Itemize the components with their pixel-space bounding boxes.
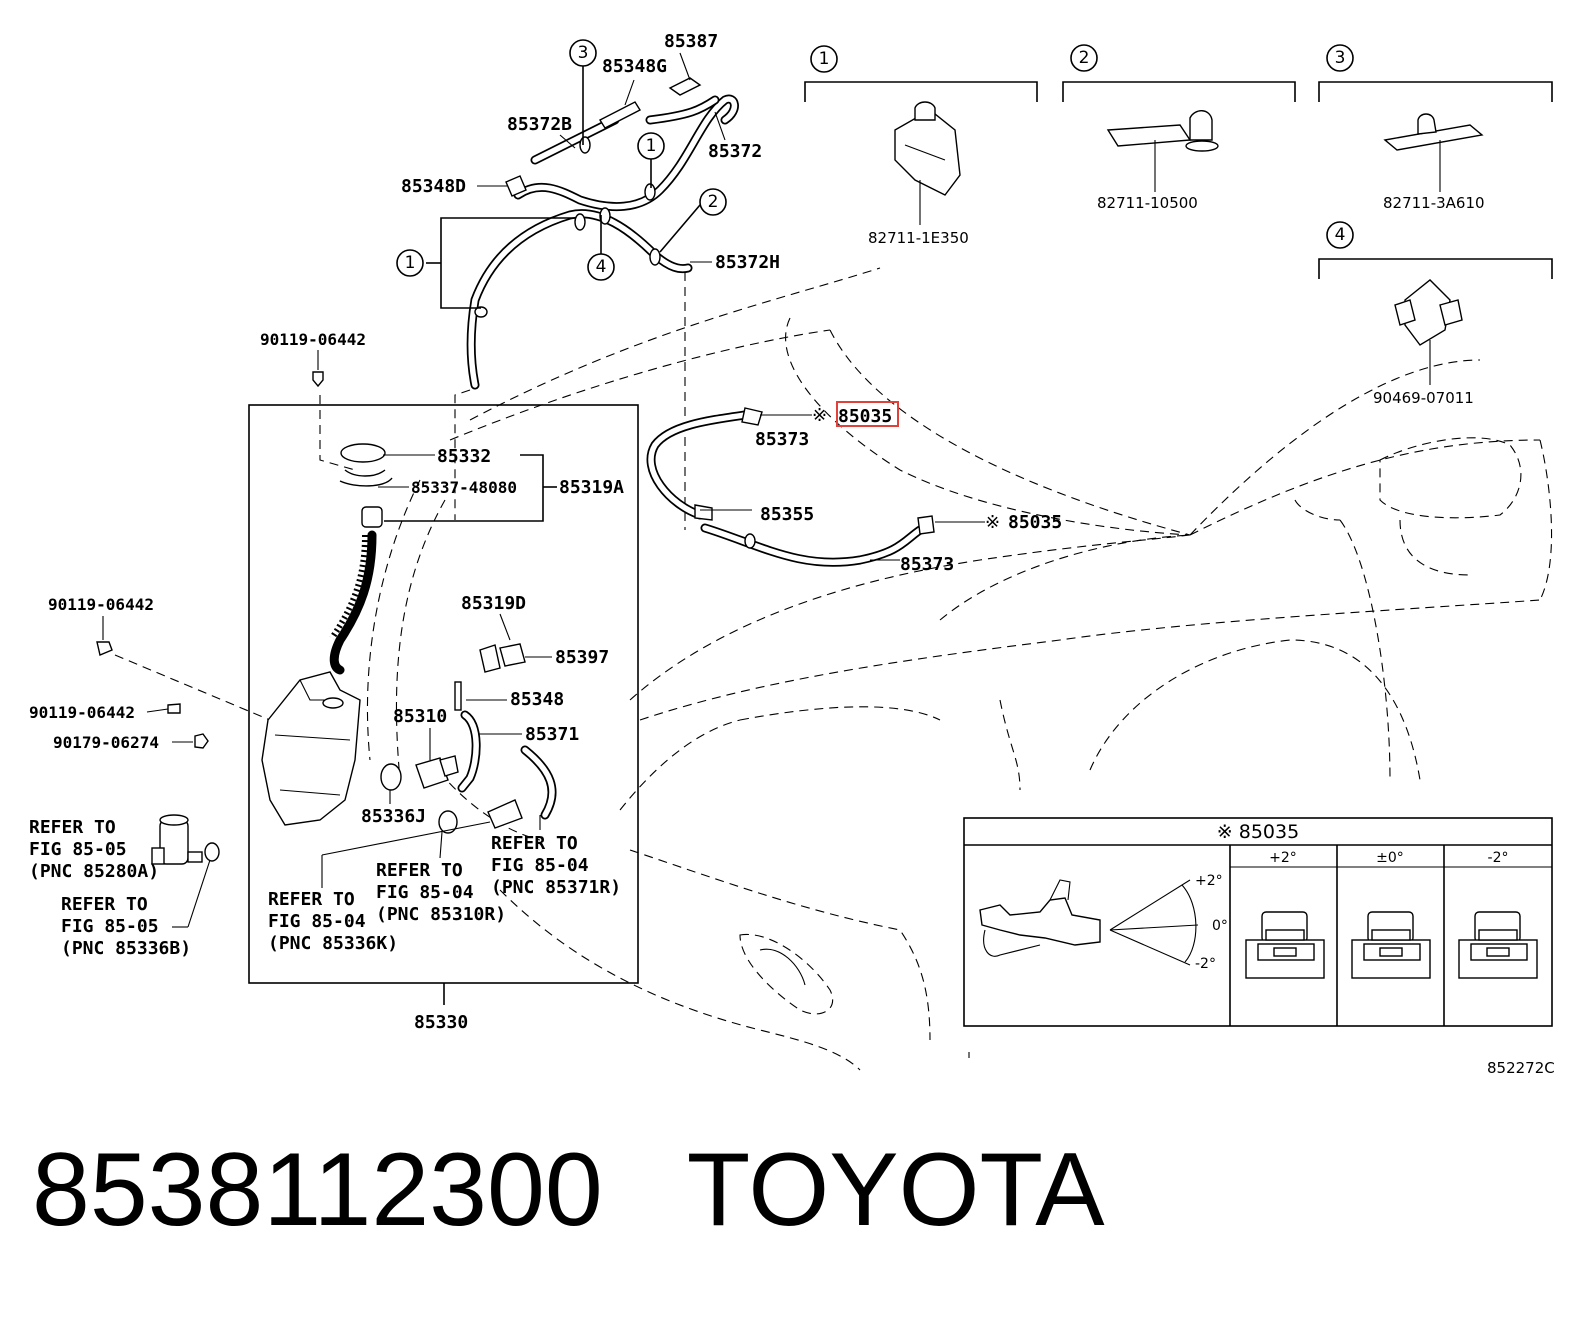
svg-text:(PNC 85310R): (PNC 85310R) bbox=[376, 904, 506, 925]
refer-note-85280A: REFER TO FIG 85-05 (PNC 85280A) bbox=[29, 817, 159, 882]
bracket-1 bbox=[440, 217, 575, 309]
diagram-code: 852272C bbox=[1487, 1059, 1555, 1077]
label-85337-48080: 85337-48080 bbox=[411, 478, 517, 497]
nozzle-front-zero bbox=[1351, 911, 1431, 979]
circle-2-label-a: 2 bbox=[708, 192, 719, 212]
label-85372H: 85372H bbox=[715, 252, 780, 273]
svg-text:FIG 85-04: FIG 85-04 bbox=[376, 882, 474, 903]
label-85348G: 85348G bbox=[602, 56, 667, 77]
svg-text:FIG 85-04: FIG 85-04 bbox=[268, 911, 366, 932]
label-85373-lower: 85373 bbox=[900, 554, 954, 575]
circle-4-label-a: 4 bbox=[596, 257, 607, 277]
filler-inlet bbox=[329, 443, 393, 675]
washer-tank bbox=[261, 671, 361, 826]
circle-1-label-a: 1 bbox=[646, 136, 657, 156]
refer-note-85371R: REFER TO FIG 85-04 (PNC 85371R) bbox=[491, 815, 621, 898]
svg-text:(PNC 85336K): (PNC 85336K) bbox=[268, 933, 398, 954]
label-90119-06442-top: 90119-06442 bbox=[260, 330, 366, 349]
svg-text:REFER TO: REFER TO bbox=[491, 833, 578, 854]
nozzle-front-plus2 bbox=[1245, 911, 1325, 979]
svg-text:REFER TO: REFER TO bbox=[29, 817, 116, 838]
svg-text:(PNC 85280A): (PNC 85280A) bbox=[29, 861, 159, 882]
svg-text:82711-10500: 82711-10500 bbox=[1097, 194, 1198, 212]
label-85348: 85348 bbox=[510, 689, 564, 710]
clip-4: 4 90469-07011 bbox=[1318, 221, 1553, 407]
label-85371: 85371 bbox=[525, 724, 579, 745]
top-labels: 85387 85348G 85372B 85372 85348D 85372H bbox=[401, 31, 780, 273]
label-85310: 85310 bbox=[393, 706, 447, 727]
svg-text:FIG 85-04: FIG 85-04 bbox=[491, 855, 589, 876]
brand-name: TOYOTA bbox=[686, 1132, 1105, 1248]
svg-text:1: 1 bbox=[819, 49, 830, 69]
circle-3-label: 3 bbox=[578, 43, 589, 63]
clip-3: 3 82711-3A610 bbox=[1318, 44, 1553, 212]
svg-text:3: 3 bbox=[1335, 48, 1346, 68]
svg-text:(PNC 85371R): (PNC 85371R) bbox=[491, 877, 621, 898]
svg-text:82711-1E350: 82711-1E350 bbox=[868, 229, 969, 247]
angle-plus2: +2° bbox=[1195, 873, 1223, 889]
middle-hoses: ※ 85035 85373 85355 ※ 85035 85373 bbox=[646, 401, 1062, 575]
svg-text:4: 4 bbox=[1335, 225, 1346, 245]
label-85330: 85330 bbox=[414, 1012, 468, 1033]
inset-title: ※ 85035 bbox=[1217, 821, 1299, 843]
svg-text:(PNC 85336B): (PNC 85336B) bbox=[61, 938, 191, 959]
label-85355: 85355 bbox=[760, 504, 814, 525]
clip-1: 1 82711-1E350 bbox=[804, 45, 1038, 247]
nozzle-front-minus2 bbox=[1458, 911, 1538, 979]
angle-zero: 0° bbox=[1212, 918, 1228, 934]
svg-text:REFER TO: REFER TO bbox=[376, 860, 463, 881]
car-body-outline bbox=[366, 267, 1553, 1071]
label-85397: 85397 bbox=[555, 647, 609, 668]
pump-85310 bbox=[380, 710, 557, 834]
label-85332: 85332 bbox=[437, 446, 491, 467]
label-85348D: 85348D bbox=[401, 176, 466, 197]
clip-2: 2 82711-10500 bbox=[1062, 44, 1296, 212]
refer-note-85336K: REFER TO FIG 85-04 (PNC 85336K) bbox=[268, 821, 491, 954]
label-85035-highlighted: 85035 bbox=[838, 406, 892, 427]
circle-1-label-b: 1 bbox=[405, 253, 416, 273]
index-markers: 3 1 2 1 4 bbox=[396, 39, 727, 281]
svg-text:FIG 85-05: FIG 85-05 bbox=[29, 839, 127, 860]
part-caption: 8538112300 TOYOTA bbox=[32, 1125, 1105, 1255]
angle-minus2: -2° bbox=[1195, 956, 1216, 972]
refer-note-85310R: REFER TO FIG 85-04 (PNC 85310R) bbox=[376, 831, 506, 925]
label-85372B: 85372B bbox=[507, 114, 572, 135]
label-85373-upper: 85373 bbox=[755, 429, 809, 450]
label-85387: 85387 bbox=[664, 31, 718, 52]
label-90179-06274: 90179-06274 bbox=[53, 733, 159, 752]
part-number: 8538112300 bbox=[32, 1132, 603, 1248]
inset-col-plus2: +2° bbox=[1269, 850, 1297, 866]
highlight-box bbox=[836, 401, 899, 427]
svg-text:82711-3A610: 82711-3A610 bbox=[1383, 194, 1485, 212]
tank-labels: 85332 85337-48080 85319A 85319D 85397 85… bbox=[361, 446, 624, 827]
left-labels: 90119-06442 90119-06442 90119-06442 9017… bbox=[29, 330, 366, 752]
ref-mark-a: ※ bbox=[812, 405, 827, 426]
svg-text:90469-07011: 90469-07011 bbox=[1373, 389, 1474, 407]
label-90119-06442-mid: 90119-06442 bbox=[48, 595, 154, 614]
label-85035-lower: 85035 bbox=[1008, 512, 1062, 533]
label-85319A: 85319A bbox=[559, 477, 624, 498]
svg-text:2: 2 bbox=[1079, 48, 1090, 68]
hose-assembly bbox=[466, 77, 739, 390]
label-85319D: 85319D bbox=[461, 593, 526, 614]
inset-col-zero: ±0° bbox=[1376, 850, 1404, 866]
pump-motor-85280A bbox=[151, 814, 220, 865]
refer-note-85336B: REFER TO FIG 85-05 (PNC 85336B) bbox=[61, 859, 211, 959]
svg-text:REFER TO: REFER TO bbox=[61, 894, 148, 915]
label-90119-06442-low: 90119-06442 bbox=[29, 703, 135, 722]
label-85372: 85372 bbox=[708, 141, 762, 162]
nozzle-angle-inset: ※ 85035 +2° ±0° -2° +2° 0° -2° bbox=[963, 817, 1553, 1027]
svg-text:REFER TO: REFER TO bbox=[268, 889, 355, 910]
label-85336J: 85336J bbox=[361, 806, 426, 827]
ref-mark-b: ※ bbox=[985, 512, 1000, 533]
inset-col-minus2: -2° bbox=[1488, 850, 1509, 866]
svg-text:FIG 85-05: FIG 85-05 bbox=[61, 916, 159, 937]
